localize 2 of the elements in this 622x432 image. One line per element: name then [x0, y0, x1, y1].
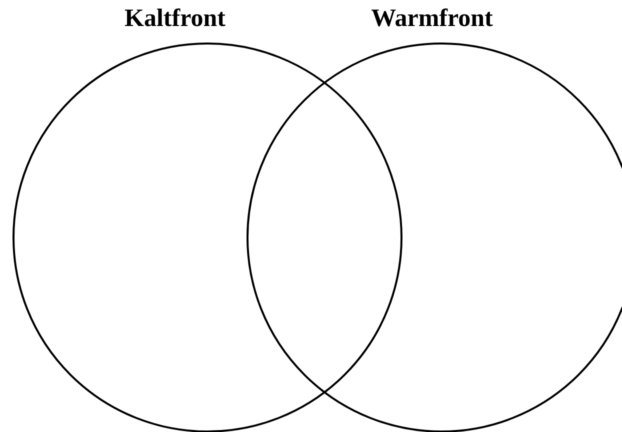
- circle-heading: Warmfront: [371, 4, 493, 34]
- circle-heading: Kaltfront: [124, 4, 226, 34]
